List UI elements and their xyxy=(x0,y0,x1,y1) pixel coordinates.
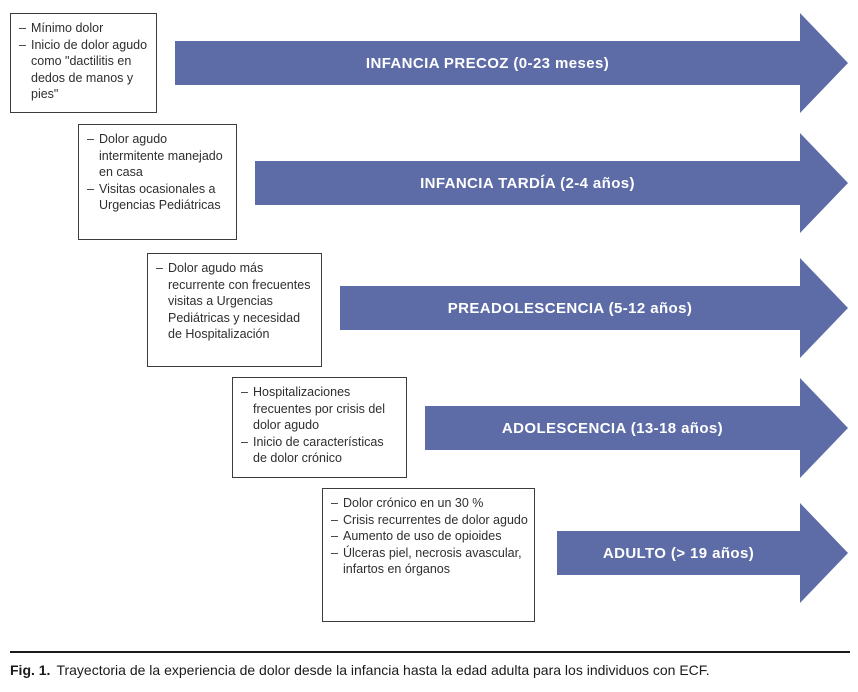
bullet-item: –Inicio de características de dolor crón… xyxy=(241,434,400,467)
bullet-text: Dolor agudo más recurrente con frecuente… xyxy=(168,261,311,341)
bullet-text: Úlceras piel, necrosis avascular, infart… xyxy=(343,545,522,577)
stage-arrow-head xyxy=(800,503,848,603)
stage-notes-box-adolescencia: –Hospitalizaciones frecuentes por crisis… xyxy=(232,377,407,478)
stage-bullet-list: –Hospitalizaciones frecuentes por crisis… xyxy=(241,384,400,467)
stage-arrow-adulto: ADULTO (> 19 años) xyxy=(557,531,800,575)
stage-bullet-list: –Dolor agudo intermitente manejado en ca… xyxy=(87,131,230,214)
dash-marker: – xyxy=(241,434,248,449)
caption-label: Fig. 1. xyxy=(10,662,51,678)
bullet-item: –Inicio de dolor agudo como "dactilitis … xyxy=(19,37,150,103)
dash-marker: – xyxy=(19,37,26,52)
figure-caption: Fig. 1. Trayectoria de la experiencia de … xyxy=(10,661,840,679)
bullet-item: –Mínimo dolor xyxy=(19,20,150,37)
stage-arrow-label: INFANCIA TARDÍA (2-4 años) xyxy=(420,174,635,192)
bullet-text: Mínimo dolor xyxy=(31,21,104,35)
bullet-text: Hospitalizaciones frecuentes por crisis … xyxy=(253,385,386,432)
stage-bullet-list: –Mínimo dolor –Inicio de dolor agudo com… xyxy=(19,20,150,103)
stage-bullet-list: –Dolor crónico en un 30 % –Crisis recurr… xyxy=(331,495,528,578)
bullet-item: –Dolor agudo más recurrente con frecuent… xyxy=(156,260,315,343)
stage-arrow-adolescencia: ADOLESCENCIA (13-18 años) xyxy=(425,406,800,450)
bullet-text: Aumento de uso de opioides xyxy=(343,529,502,543)
stage-arrow-head xyxy=(800,378,848,478)
bullet-item: –Aumento de uso de opioides xyxy=(331,528,528,545)
stage-arrow-infancia-tardia: INFANCIA TARDÍA (2-4 años) xyxy=(255,161,800,205)
stage-arrow-head xyxy=(800,133,848,233)
stage-arrow-head xyxy=(800,13,848,113)
bullet-item: –Dolor agudo intermitente manejado en ca… xyxy=(87,131,230,181)
stage-arrow-infancia-precoz: INFANCIA PRECOZ (0-23 meses) xyxy=(175,41,800,85)
bullet-item: –Hospitalizaciones frecuentes por crisis… xyxy=(241,384,400,434)
bullet-text: Inicio de características de dolor cróni… xyxy=(253,434,384,466)
dash-marker: – xyxy=(331,545,338,560)
bullet-item: –Crisis recurrentes de dolor agudo xyxy=(331,512,528,529)
dash-marker: – xyxy=(87,181,94,196)
stage-bullet-list: –Dolor agudo más recurrente con frecuent… xyxy=(156,260,315,343)
caption-text: Trayectoria de la experiencia de dolor d… xyxy=(56,662,710,678)
dash-marker: – xyxy=(156,261,163,275)
bullet-text: Visitas ocasionales a Urgencias Pediátri… xyxy=(99,181,221,213)
stage-arrow-label: INFANCIA PRECOZ (0-23 meses) xyxy=(365,54,610,72)
bullet-text: Dolor agudo intermitente manejado en cas… xyxy=(99,132,223,179)
stage-notes-box-infancia-tardia: –Dolor agudo intermitente manejado en ca… xyxy=(78,124,237,240)
dash-marker: – xyxy=(87,132,94,146)
bullet-text: Inicio de dolor agudo como "dactilitis e… xyxy=(31,37,148,102)
bullet-text: Dolor crónico en un 30 % xyxy=(343,496,484,510)
bullet-text: Crisis recurrentes de dolor agudo xyxy=(343,512,528,527)
bullet-item: –Úlceras piel, necrosis avascular, infar… xyxy=(331,545,528,578)
dash-marker: – xyxy=(19,21,26,35)
stage-notes-box-infancia-precoz: –Mínimo dolor –Inicio de dolor agudo com… xyxy=(10,13,157,113)
bullet-item: –Visitas ocasionales a Urgencias Pediátr… xyxy=(87,181,230,214)
stage-arrow-label: PREADOLESCENCIA (5-12 años) xyxy=(447,299,693,317)
dash-marker: – xyxy=(331,529,338,543)
stage-arrow-preadolescencia: PREADOLESCENCIA (5-12 años) xyxy=(340,286,800,330)
dash-marker: – xyxy=(241,385,248,399)
stage-arrow-label: ADULTO (> 19 años) xyxy=(602,544,755,562)
stage-arrow-label: ADOLESCENCIA (13-18 años) xyxy=(501,419,724,437)
dash-marker: – xyxy=(331,512,338,527)
dash-marker: – xyxy=(331,496,338,510)
stage-arrow-head xyxy=(800,258,848,358)
caption-divider xyxy=(10,651,850,653)
bullet-item: –Dolor crónico en un 30 % xyxy=(331,495,528,512)
stage-notes-box-preadolescencia: –Dolor agudo más recurrente con frecuent… xyxy=(147,253,322,367)
stage-notes-box-adulto: –Dolor crónico en un 30 % –Crisis recurr… xyxy=(322,488,535,622)
